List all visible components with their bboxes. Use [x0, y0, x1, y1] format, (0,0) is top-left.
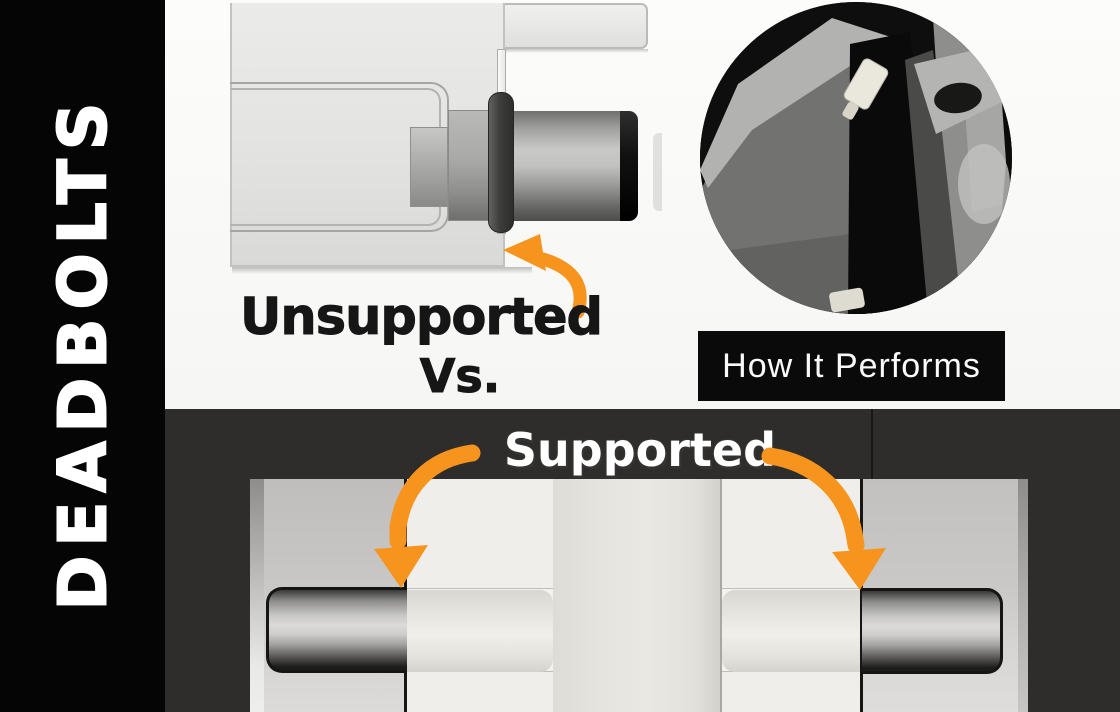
curved-arrow-down-left-icon [374, 444, 481, 588]
curved-arrow-up-left-icon [503, 234, 587, 319]
edge-glare [653, 133, 662, 211]
performs-label: How It Performs [722, 346, 981, 385]
supported-bolt-left [266, 587, 407, 673]
supported-label: Supported [503, 423, 777, 477]
background-seam [871, 409, 873, 479]
jamb-left-edge-shading [250, 479, 264, 712]
door-bar-shadow [506, 49, 648, 53]
door-bottom-shadow [232, 267, 532, 274]
deadbolt-cylinder [514, 111, 624, 221]
unsupported-label: Unsupported [240, 288, 604, 348]
broken-bolt-icon [842, 58, 889, 120]
bolt-pocket-right [722, 590, 861, 672]
performs-label-box: How It Performs [698, 331, 1005, 401]
vs-label: Vs. [419, 349, 501, 404]
curved-arrow-down-right-icon [761, 447, 886, 590]
sidebar-title: DEADBOLTS [44, 93, 123, 612]
center-support-column [553, 479, 722, 712]
damaged-frame-illustration [700, 2, 1012, 314]
deadbolt-tip [620, 111, 638, 221]
deadbolt-collar-ring [488, 92, 514, 233]
supported-bolt-right [862, 588, 1003, 674]
damaged-door-photo [700, 2, 1012, 314]
bolt-pocket-left [406, 590, 553, 672]
seam-line-right [860, 479, 863, 712]
deadbolt-housing [410, 127, 448, 207]
sidebar: DEADBOLTS [0, 0, 165, 712]
jamb-right-edge-shading [1018, 479, 1028, 712]
